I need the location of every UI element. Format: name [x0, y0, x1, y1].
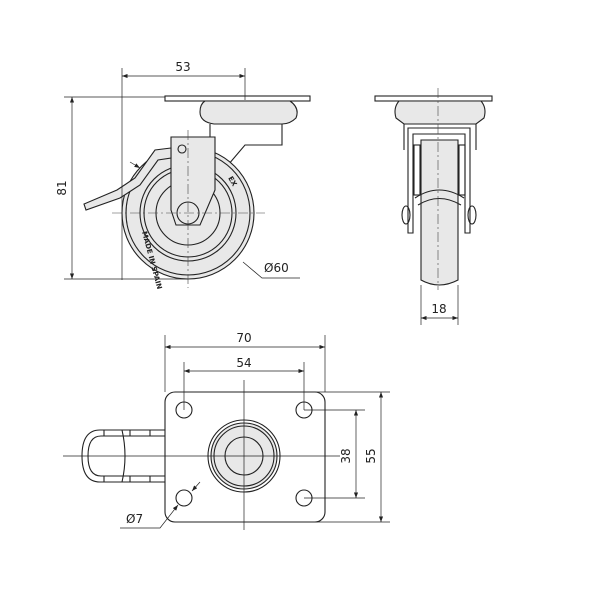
fork [407, 127, 471, 234]
dim-wheel-diameter: Ø60 [264, 261, 289, 275]
dim-81: 81 [55, 180, 69, 195]
dim-38: 38 [339, 448, 353, 463]
swivel-housing [394, 100, 486, 125]
swivel-housing [199, 100, 298, 125]
dim-70: 70 [236, 331, 251, 345]
front-view: 18 [374, 88, 493, 325]
mounting-hole [175, 489, 193, 507]
dim-53: 53 [175, 60, 190, 74]
dim-54: 54 [236, 356, 251, 370]
wheel [420, 139, 459, 286]
dim-18: 18 [431, 302, 446, 316]
dim-55: 55 [364, 448, 378, 463]
fork [170, 136, 216, 226]
side-view: MADE IN SPAIN EX 53 81 Ø60 [55, 60, 311, 290]
brake-lever [83, 147, 172, 211]
dim-hole-diameter: Ø7 [126, 512, 143, 526]
mounting-plate [374, 95, 493, 102]
mounting-plate [164, 95, 311, 102]
top-view: 70 54 38 55 Ø7 [63, 331, 390, 530]
